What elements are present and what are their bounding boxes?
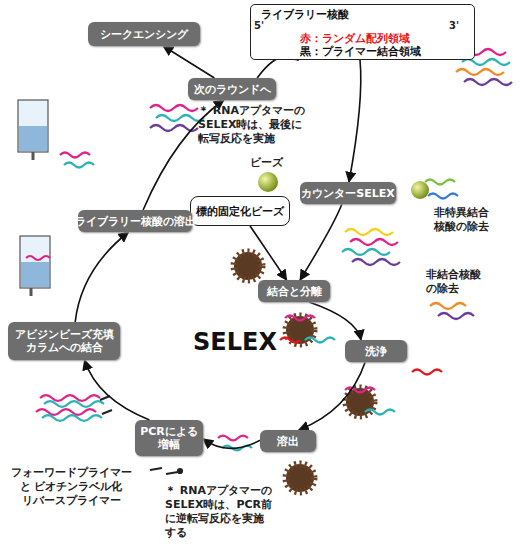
process-box: シークエンシング — [88, 22, 200, 46]
strand — [280, 338, 300, 343]
column — [18, 100, 94, 168]
target-bead — [286, 464, 314, 492]
strand-group — [150, 105, 204, 131]
process-box: 結合と分離 — [258, 280, 330, 302]
flow-arrow — [250, 226, 287, 280]
strand — [26, 256, 50, 260]
node-text: アビジンビーズ充填 カラムへの結合 — [8, 328, 120, 354]
annotation-label: ＊ RNAアプタマーの SELEX時は、PCR前 に逆転写反応を実施 する — [165, 484, 289, 540]
strand-group — [345, 370, 442, 415]
node-text: 結合と分離 — [267, 285, 322, 298]
primer — [166, 472, 178, 474]
column-resin — [19, 126, 47, 151]
strand-group — [36, 395, 112, 421]
flow-arrow — [349, 60, 361, 182]
strand — [342, 249, 390, 255]
flow-arrow — [75, 232, 128, 322]
flow-arrow — [203, 439, 260, 449]
strand — [428, 194, 458, 199]
annotation-label: 非結合核酸 の除去 — [426, 268, 492, 296]
column-tip — [30, 288, 33, 296]
strand — [425, 180, 455, 185]
node-text: カウンターSELEX — [301, 187, 394, 200]
node-text: 洗浄 — [365, 345, 387, 358]
annotation-label: 3' — [449, 19, 463, 33]
strand — [218, 436, 248, 441]
node-text: ライブラリー核酸の溶出 — [75, 215, 196, 228]
strand — [222, 446, 252, 451]
primer-group — [150, 468, 182, 474]
annotation-label: ＊ RNAアプタマーの SELEX時は、最後に 転写反応を実施 — [198, 104, 322, 146]
node-text: ライブラリー核酸 — [261, 8, 349, 21]
bead — [258, 172, 278, 192]
diagram-title-text: SELEX — [190, 328, 280, 356]
column-resin — [21, 262, 49, 287]
flow-arrow — [299, 362, 365, 430]
process-box: PCRによる 増幅 — [135, 420, 203, 456]
strand — [412, 370, 442, 375]
process-box: ライブラリー核酸の溶出 — [78, 210, 192, 232]
node-text: 標的固定化ビーズ — [196, 205, 284, 218]
strand — [156, 115, 204, 121]
strand-group — [218, 436, 252, 451]
strand — [345, 388, 375, 393]
process-box: 溶出 — [260, 430, 316, 452]
flow-arrow — [163, 46, 214, 78]
biotin-tag — [100, 396, 112, 414]
annotation-label: フォーワードプライマー と ビオチンラベル化 リバースプライマー — [6, 466, 136, 508]
annotation-label: 5' — [254, 19, 268, 33]
flow-arrow — [85, 360, 150, 420]
biotin — [178, 469, 182, 473]
strand — [150, 125, 198, 131]
process-box: 洗浄 — [345, 340, 407, 362]
strand — [305, 338, 335, 343]
strand — [352, 259, 400, 265]
strand — [345, 229, 393, 235]
primer — [150, 468, 162, 470]
process-box: 次のラウンドへ — [188, 78, 276, 100]
column-body — [18, 100, 48, 152]
target-bead-box: 標的固定化ビーズ — [190, 196, 290, 226]
flow-arrow — [300, 204, 342, 280]
strand — [456, 69, 504, 75]
strand — [42, 415, 102, 421]
target-bead — [234, 252, 262, 280]
strand — [44, 401, 104, 407]
annotation-label: ビーズ — [250, 156, 290, 170]
legend-text: 黒：プライマー結合領域 — [300, 45, 421, 58]
node-text: PCRによる 増幅 — [135, 425, 203, 451]
target-bead — [346, 388, 374, 416]
strand — [350, 239, 398, 245]
column — [20, 236, 50, 296]
node-text: 溶出 — [277, 435, 299, 448]
strand — [60, 153, 90, 158]
legend-text: 赤：ランダム配列領域 — [300, 32, 410, 45]
annotation-label: 非特異結合 核酸の除去 — [434, 206, 500, 234]
strand — [430, 303, 466, 309]
bead — [411, 181, 429, 199]
flow-arrow — [309, 302, 361, 340]
strand — [285, 316, 315, 321]
process-box: カウンターSELEX — [300, 182, 396, 204]
strand — [36, 409, 96, 415]
strand — [150, 105, 198, 111]
node-text: シークエンシング — [100, 28, 188, 41]
strand — [438, 313, 474, 319]
node-text: 次のラウンドへ — [194, 83, 271, 96]
process-box: アビジンビーズ充填 カラムへの結合 — [8, 322, 120, 360]
strand — [365, 410, 395, 415]
strand — [64, 163, 94, 168]
column-tip — [32, 152, 35, 160]
strand-group — [280, 303, 474, 343]
strand — [464, 79, 512, 85]
column-body — [20, 236, 50, 288]
